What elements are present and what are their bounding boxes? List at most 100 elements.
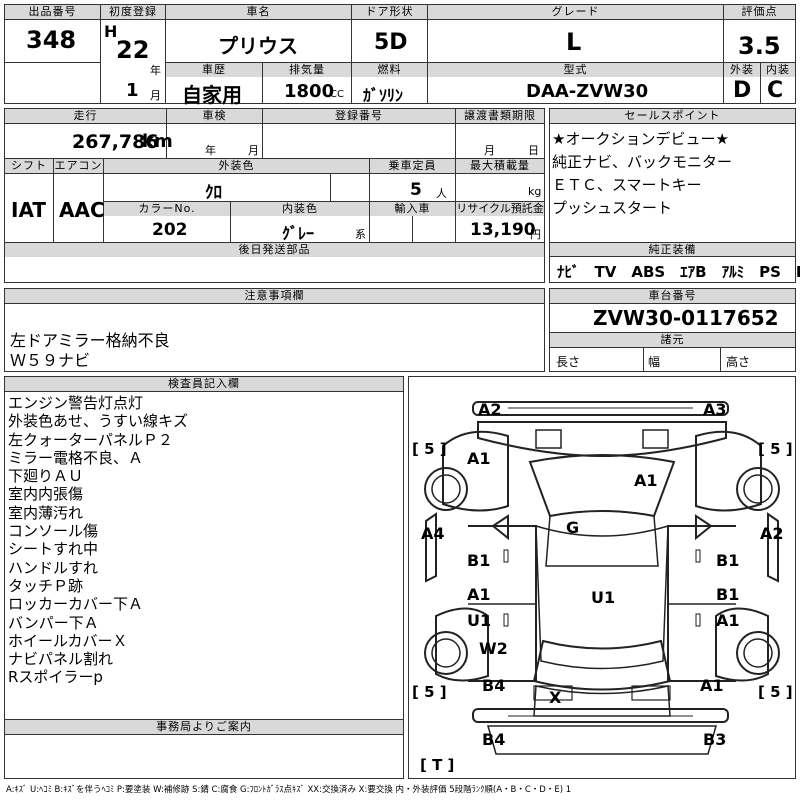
max-load-unit: kg [528,185,542,198]
ext-color-header: 外装色 [104,159,369,173]
model: DAA-ZVW30 [526,81,649,102]
fuel: ｶﾞｿﾘﾝ [363,86,404,105]
tire-rear-left: [ 5 ] [412,683,447,701]
top-section [4,4,796,104]
mark-left-side: A4 [421,524,445,543]
car-diagram [424,401,780,755]
note-line: ホイールカバーＸ [8,631,128,650]
mileage-header: 走行 [5,109,166,123]
sales-points-header: セールスポイント [550,109,795,123]
equipment-list: ﾅﾋﾞ TV ABS ｴｱB ｱﾙﾐ PS PW [557,263,800,281]
mark-glass: G [566,518,580,537]
note-line: ロッカーカバー下Ａ [8,595,144,614]
inspection-header: 車検 [167,109,262,123]
ext-color: ｸﾛ [205,183,222,203]
note-line: タッチＰ跡 [8,576,84,595]
recycle-fee: 13,190 [470,220,536,240]
note-line: Rスポイラーp [8,668,103,687]
int-score-header: 内装 [761,63,795,77]
int-color-header: 内装色 [231,202,369,216]
era: H [104,22,118,41]
spare-tire: [ T ] [420,756,455,774]
height-label: 高さ [726,355,751,369]
car-name-header: 車名 [166,5,351,19]
shift-header: シフト [5,159,53,173]
inspector-box [4,376,404,779]
ac-header: エアコン [54,159,103,173]
model-header: 型式 [428,63,723,77]
note-line: ナビパネル割れ [8,650,114,669]
note-line: ハンドルすれ [8,558,99,577]
length-label: 長さ [556,355,581,369]
mark-left-front-fender: A1 [467,449,491,468]
month-unit: 月 [150,89,161,102]
color-no-header: カラーNo. [104,202,230,216]
tire-front-right: [ 5 ] [758,440,793,458]
mark-left-sill: U1 [467,611,492,630]
caution-line-1: 左ドアミラー格納不良 [10,331,170,350]
note-line: 室内薄汚れ [8,503,84,522]
inspection-year-unit: 年 [205,144,216,157]
air-conditioner: AAC [59,198,105,222]
mark-rear-bumper-right: B3 [703,730,727,749]
yen-unit: 円 [530,228,541,241]
fuel-header: 燃料 [352,63,427,77]
caution-header: 注意事項欄 [5,289,544,303]
chassis-header: 車台番号 [550,289,795,303]
mark-trunk: X [549,688,562,707]
import-header: 輸入車 [370,202,455,216]
note-line: 下廻りＡＵ [8,467,84,486]
sales-point-1: ★オークションデビュー★ [552,130,729,148]
mark-right-rear-fender: A1 [700,676,724,695]
mark-front-bumper-right: A3 [703,400,727,419]
sales-point-2: 純正ナビ、バックモニター [552,153,733,171]
inspection-month-unit: 月 [248,144,259,157]
displacement: 1800 [284,81,335,102]
ext-score: D [733,78,752,103]
equipment-header: 純正装備 [550,243,795,257]
note-line: エンジン警告灯点灯 [8,394,144,412]
displacement-header: 排気量 [263,63,351,77]
cc-unit: CC [330,89,344,100]
grade-header: グレード [428,5,723,19]
transfer-header: 譲渡書類期限 [456,109,544,123]
legend: A:ｷｽﾞ U:ﾍｺﾐ B:ｷｽﾞを伴うﾍｺﾐ P:要塗装 W:補修跡 S:錆 … [6,785,572,795]
mark-right-sill: A1 [716,611,740,630]
mark-right-side: A2 [760,524,784,543]
note-line: コンソール傷 [8,522,99,541]
transfer-month: 月 [484,144,495,157]
capacity-header: 乗車定員 [370,159,455,173]
car-name: プリウス [218,34,298,58]
ext-score-header: 外装 [724,63,760,77]
year-unit: 年 [150,64,161,77]
door-type: 5D [374,30,408,55]
score: 3.5 [738,32,781,60]
recycle-header: リサイクル預託金 [456,202,544,216]
note-line: ミラー電格不良、Ａ [8,448,144,467]
office-header: 事務局よりご案内 [5,720,403,734]
tire-rear-right: [ 5 ] [758,683,793,701]
mark-roof: A1 [634,471,658,490]
mark-right-front-door: B1 [716,551,740,570]
mark-right-rear-door: B1 [716,585,740,604]
history: 自家用 [182,83,242,107]
grade: L [566,28,582,56]
max-load-header: 最大積載量 [456,159,544,173]
door-header: ドア形状 [352,5,427,19]
mark-front-bumper-left: A2 [478,400,502,419]
int-score: C [767,78,784,103]
caution-line-2: Ｗ５９ナビ [10,351,91,370]
capacity-unit: 人 [436,187,447,200]
history-header: 車歴 [166,63,262,77]
mark-left-rear-fender: B4 [482,676,506,695]
note-line: シートすれ中 [8,540,99,559]
month: 1 [126,80,139,101]
lot-no-header: 出品番号 [5,5,100,19]
tire-front-left: [ 5 ] [412,440,447,458]
chassis-number: ZVW30-0117652 [593,306,779,330]
sales-point-4: プッシュスタート [552,199,673,217]
color-no: 202 [152,220,188,240]
width-label: 幅 [648,355,661,369]
mark-cabin-center: U1 [591,588,616,607]
note-line: 左クォーターパネルＰ２ [8,430,173,449]
